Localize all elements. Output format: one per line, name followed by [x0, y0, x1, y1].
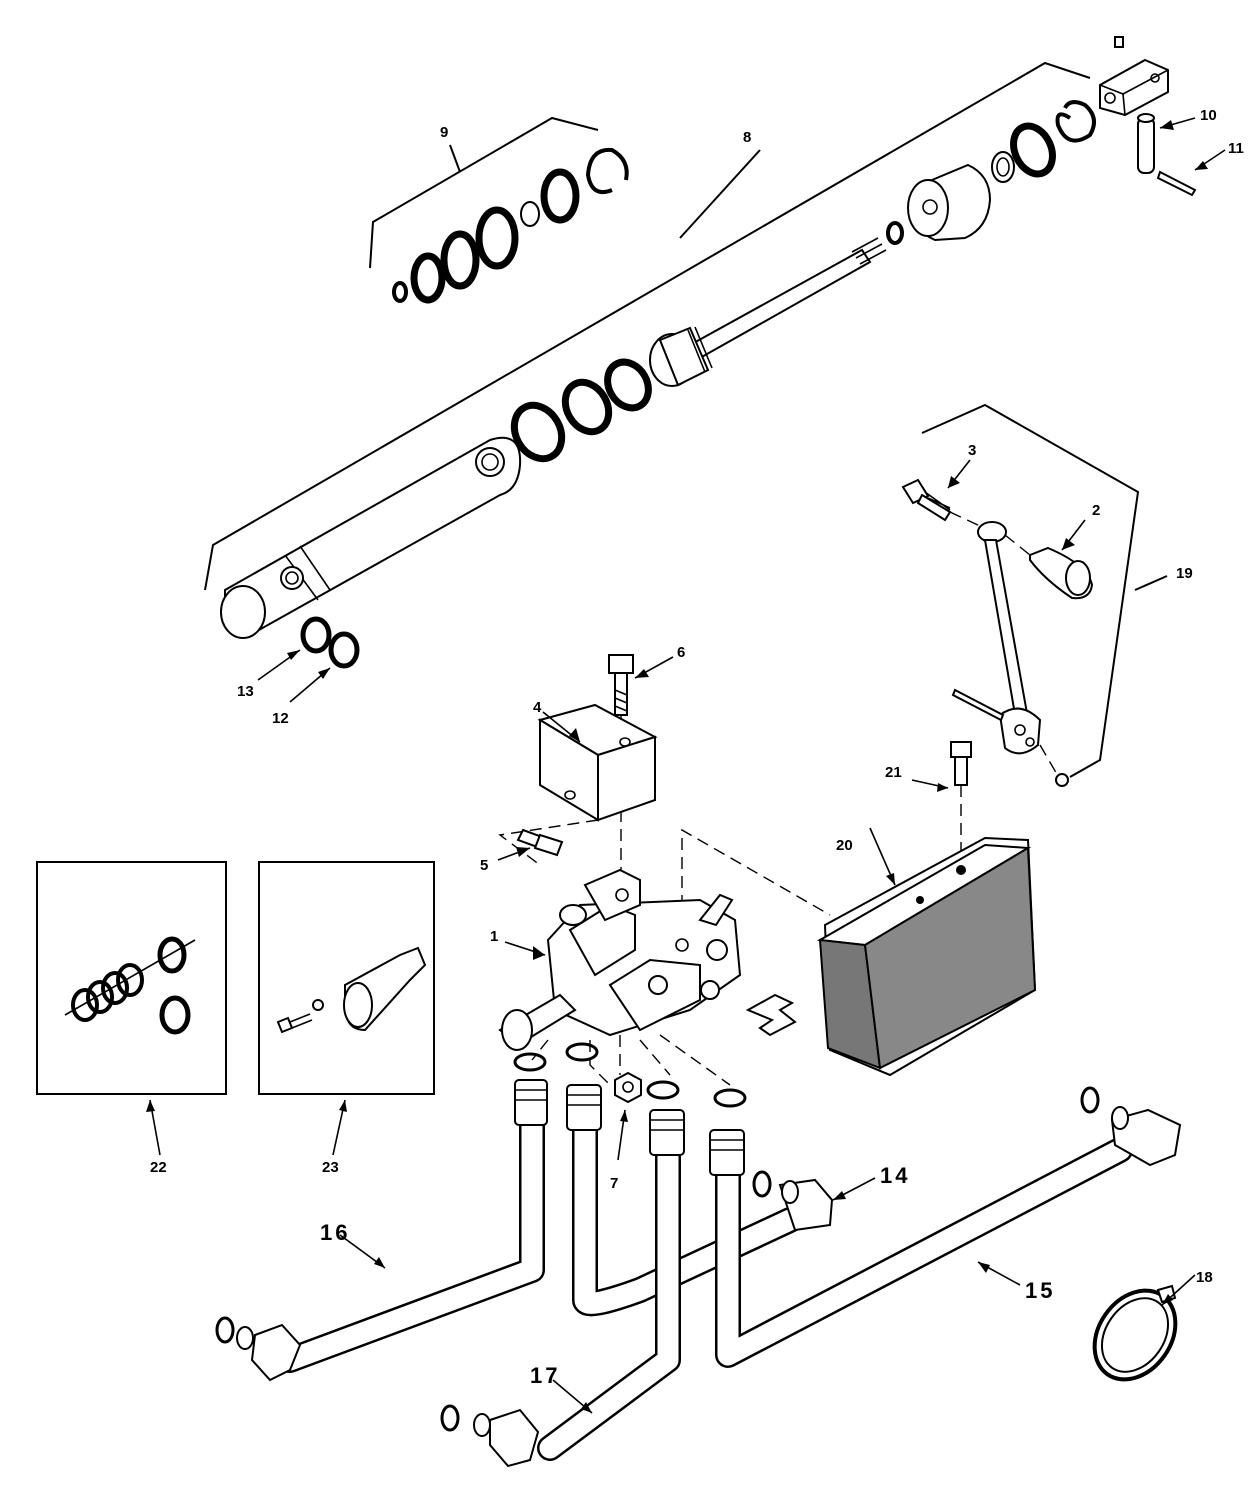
clevis-pin	[1137, 113, 1155, 174]
washer-12	[328, 631, 360, 669]
cylinder-barrel	[220, 436, 522, 639]
elbow-fitting-15	[1080, 1086, 1182, 1167]
callout-22: 22	[150, 1159, 167, 1176]
port-o-rings	[513, 1042, 747, 1108]
hex-nut-7	[614, 1071, 642, 1104]
bolt-6	[608, 654, 634, 716]
elbow-fitting-16	[215, 1316, 302, 1382]
callout-6: 6	[677, 644, 685, 661]
valve-dash-lines	[531, 1034, 731, 1086]
hose-fittings	[514, 1079, 745, 1176]
callout-16: 16	[320, 1220, 350, 1245]
callout-20: 20	[836, 837, 853, 854]
callout-5: 5	[480, 857, 488, 874]
inset-box-22	[36, 861, 227, 1095]
callout-13: 13	[237, 683, 254, 700]
piston-seal-rings	[510, 358, 652, 463]
control-valve	[498, 868, 742, 1051]
washer-13	[300, 616, 332, 654]
callout-9: 9	[440, 124, 448, 141]
callout-1: 1	[490, 928, 498, 945]
callout-7: 7	[610, 1175, 618, 1192]
hose-16	[277, 1102, 545, 1373]
callout-17: 17	[530, 1363, 560, 1388]
callout-21: 21	[885, 764, 902, 781]
callout-14: 14	[880, 1163, 910, 1188]
callout-15: 15	[1025, 1278, 1055, 1303]
callout-8: 8	[743, 129, 751, 146]
elbow-fitting-17	[440, 1404, 540, 1468]
control-handle-assembly	[901, 478, 1094, 787]
bracket-item-9	[369, 116, 599, 269]
hose-17	[537, 1127, 681, 1461]
cotter-pin	[1156, 170, 1197, 197]
bolt-21	[950, 741, 972, 786]
mounting-bracket	[537, 703, 658, 822]
bolt-5	[516, 828, 564, 857]
callout-2: 2	[1092, 502, 1100, 519]
valve-cover	[816, 836, 1037, 1077]
callout-18: 18	[1196, 1269, 1213, 1286]
inset-box-23	[258, 861, 435, 1095]
callout-11: 11	[1228, 140, 1244, 157]
hose-15-17	[572, 1102, 803, 1317]
bracket-item-19	[921, 403, 1168, 778]
callout-4: 4	[533, 699, 542, 716]
bracket-item-8	[204, 61, 1091, 591]
leader-lines	[146, 117, 1226, 1414]
piston-rod	[649, 237, 887, 387]
callout-23: 23	[322, 1159, 339, 1176]
callout-labels: 1 2 3 4 5 6 7 8 9 10 11 12 13 14 15 16 1…	[150, 107, 1244, 1388]
cylinder-gland	[907, 163, 992, 242]
callout-19: 19	[1176, 565, 1193, 582]
rod-o-ring	[886, 221, 904, 245]
bracket-dash-lines	[498, 819, 599, 866]
s-clip	[745, 993, 797, 1037]
callout-3: 3	[968, 442, 976, 459]
gland-seals	[991, 100, 1096, 183]
callout-12: 12	[272, 710, 289, 727]
callout-10: 10	[1200, 107, 1217, 124]
hose-15	[715, 1137, 1133, 1368]
seal-kit	[392, 147, 629, 304]
elbow-fitting-14	[752, 1170, 834, 1232]
clevis	[1099, 36, 1169, 117]
